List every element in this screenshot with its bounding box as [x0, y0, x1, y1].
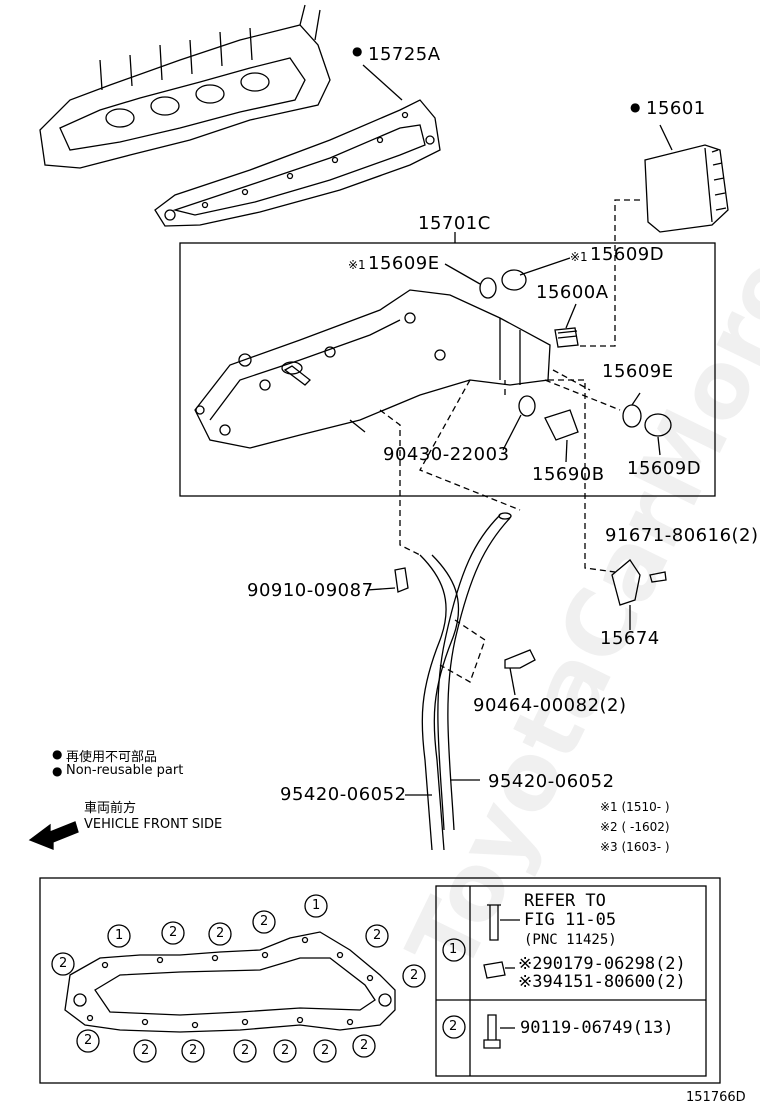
switch-15690b: [544, 409, 579, 441]
note-3: ※3 (1603- ): [600, 840, 670, 854]
table-marker-1: 1: [449, 942, 458, 957]
bracket-15674: [611, 559, 641, 606]
figure-id: 151766D: [686, 1090, 746, 1105]
front-en: VEHICLE FRONT SIDE: [84, 817, 223, 832]
label-15600a[interactable]: 15600A: [536, 282, 609, 303]
note-2: ※2 ( -1602): [600, 820, 670, 834]
table-refer-line3: (PNC 11425): [524, 932, 617, 948]
bolt-icon-row1: [487, 904, 501, 941]
gasket-marker: 2: [141, 1043, 150, 1058]
bolt-icon-row2: [483, 1014, 501, 1049]
gasket-marker: 2: [321, 1043, 330, 1058]
gasket-marker: 2: [260, 914, 269, 929]
bottom-box: [39, 877, 721, 1084]
label-15690b[interactable]: 15690B: [532, 464, 605, 485]
gasket-marker: 2: [360, 1038, 369, 1053]
legend-bullet-jp: ●: [52, 747, 63, 761]
gasket-marker: 2: [169, 925, 178, 940]
label-15609d-a[interactable]: 15609D: [590, 244, 665, 265]
note-1: ※1 (1510- ): [600, 800, 670, 814]
plug-15609d-b: [644, 413, 672, 437]
legend-bullet-en: ●: [52, 764, 63, 778]
label-15609e-a[interactable]: 15609E: [368, 253, 440, 274]
bullet-15725a: ●: [352, 44, 363, 58]
label-15674[interactable]: 15674: [600, 628, 660, 649]
gasket-marker: 2: [410, 968, 419, 983]
gasket-marker: 2: [281, 1043, 290, 1058]
legend-jp: 再使用不可部品: [66, 750, 158, 765]
legend-en: Non-reusable part: [66, 763, 184, 778]
plug-15609d-a: [501, 269, 527, 291]
gasket-marker: 1: [312, 898, 321, 913]
dipstick-guide-drawing: [419, 512, 512, 851]
clamp-90464: [504, 649, 536, 669]
gasket-90430: [518, 395, 536, 417]
gasket-marker: 2: [216, 926, 225, 941]
front-jp: 車両前方: [84, 801, 137, 816]
label-90464[interactable]: 90464-00082(2): [473, 695, 627, 716]
fastener-table: [435, 885, 707, 1077]
gasket-marker: 1: [115, 928, 124, 943]
table-part-90119[interactable]: 90119-06749(13): [520, 1018, 674, 1038]
label-95420-left[interactable]: 95420-06052: [280, 784, 407, 805]
table-marker-2: 2: [449, 1019, 458, 1034]
bolt-90910: [394, 567, 409, 593]
label-95420-right[interactable]: 95420-06052: [488, 771, 615, 792]
gasket-15725a-drawing: [154, 64, 441, 227]
label-91671[interactable]: 91671-80616(2): [605, 525, 759, 546]
union-15600a: [554, 327, 579, 348]
vehicle-front-arrow: [28, 821, 79, 850]
gasket-marker: 2: [241, 1043, 250, 1058]
label-90430[interactable]: 90430-22003: [383, 444, 510, 465]
oil-filter-bracket-drawing: [194, 289, 551, 449]
gasket-bottom-drawing: [64, 931, 396, 1033]
assembly-box: [179, 242, 716, 497]
table-refer-line2: FIG 11-05: [524, 910, 617, 930]
bullet-15601: ●: [630, 100, 641, 114]
table-part-94151[interactable]: ※394151-80600(2): [518, 972, 686, 992]
table-refer-line1: REFER TO: [524, 891, 606, 911]
engine-block-drawing: [39, 4, 331, 169]
ref1-15609d: ※1: [570, 250, 588, 264]
label-15701c[interactable]: 15701C: [418, 213, 491, 234]
nut-icon-row1: [483, 961, 506, 979]
gasket-marker: 2: [59, 956, 68, 971]
label-15601[interactable]: 15601: [646, 98, 706, 119]
label-15725a[interactable]: 15725A: [368, 44, 441, 65]
gasket-marker: 2: [189, 1043, 198, 1058]
table-part-90179[interactable]: ※290179-06298(2): [518, 954, 686, 974]
seal-15609e-a: [479, 277, 497, 299]
label-15609e-b[interactable]: 15609E: [602, 361, 674, 382]
gasket-marker: 2: [84, 1033, 93, 1048]
gasket-marker: 2: [373, 928, 382, 943]
label-15609d-b[interactable]: 15609D: [627, 458, 702, 479]
label-90910[interactable]: 90910-09087: [247, 580, 374, 601]
oil-filter-drawing: [644, 124, 729, 233]
ref1-15609e: ※1: [348, 258, 366, 272]
